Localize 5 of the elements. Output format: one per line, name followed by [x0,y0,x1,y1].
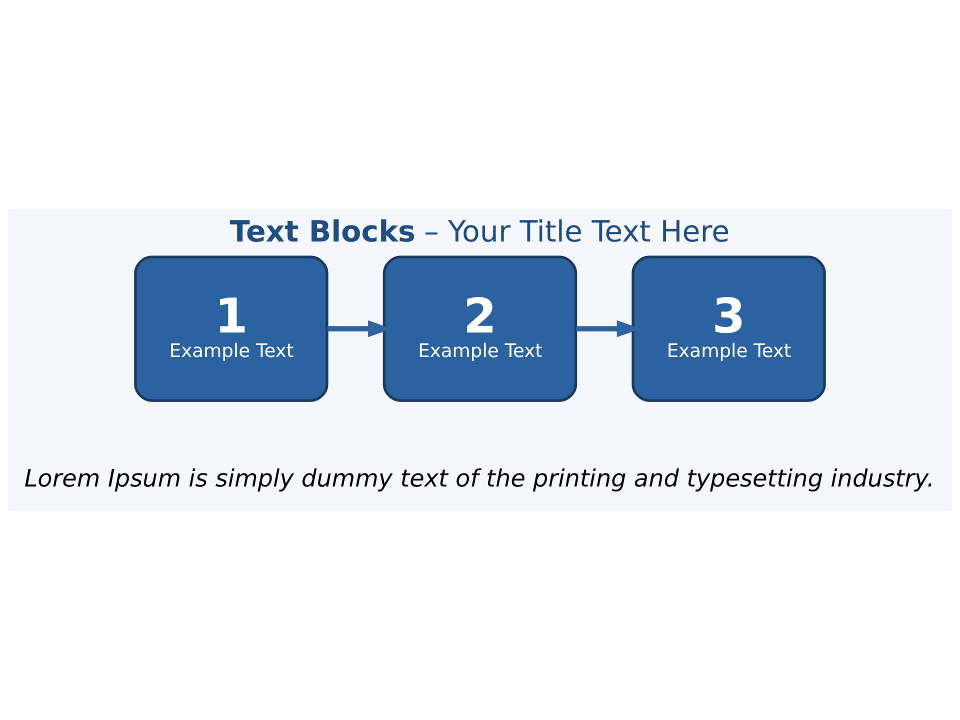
label: Lorem Ipsum is simply dummy text of the printing and typesetting industry. [24,464,934,492]
node-box: 2 Example Text [382,256,578,402]
node-box: 1 Example Text [134,256,328,402]
node-box: 3 Example Text [632,256,826,402]
diagram-title: Text Blocks – Your Title Text Here [230,214,730,249]
